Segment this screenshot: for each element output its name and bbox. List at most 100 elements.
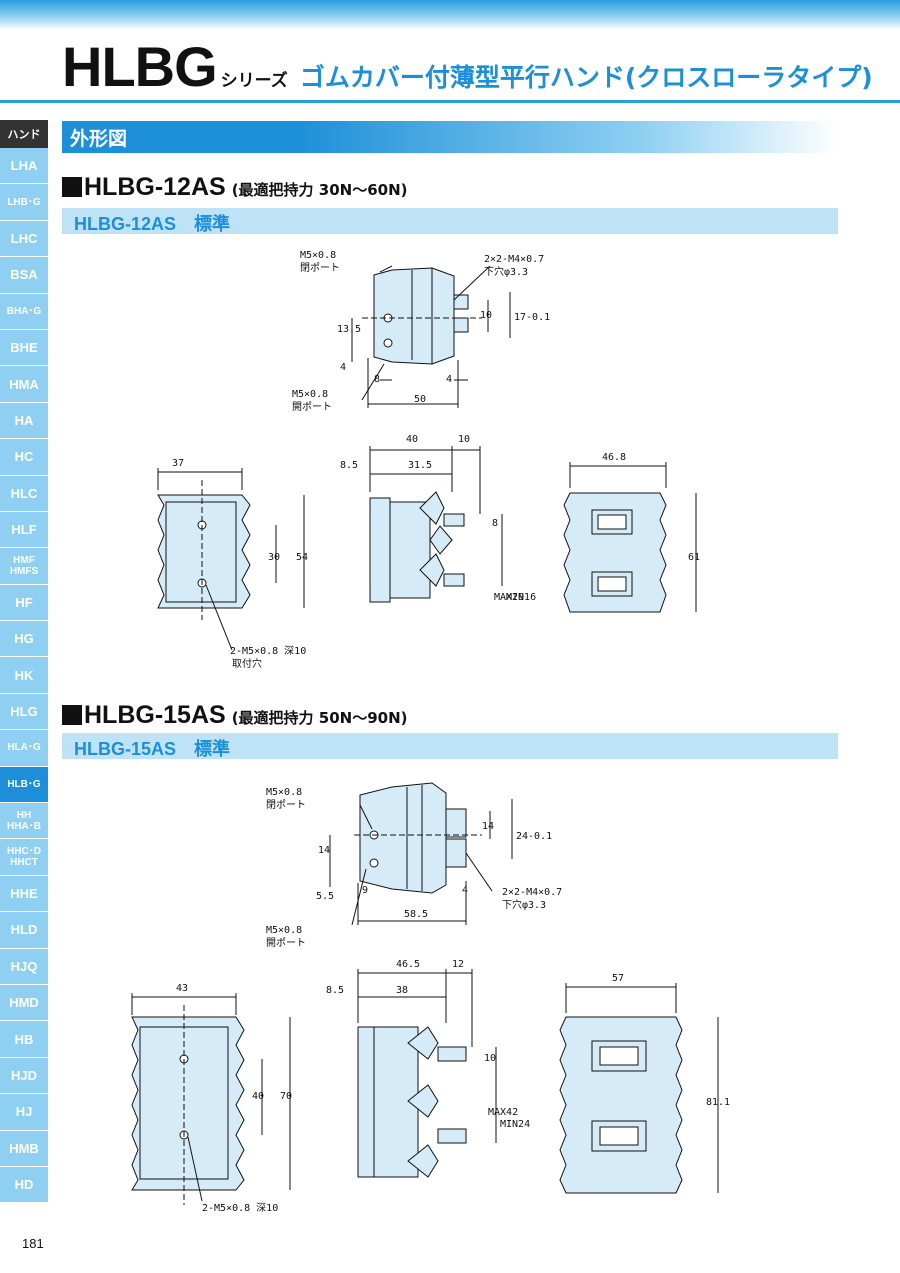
- sidebar-item-hj[interactable]: HJ: [0, 1094, 48, 1131]
- dim-s3: 8.5: [340, 460, 358, 471]
- title-model: HLBG: [62, 35, 218, 98]
- sidebar-item-hmb[interactable]: HMB: [0, 1130, 48, 1167]
- standard-band-1: HLBG-12AS 標準: [62, 208, 838, 234]
- sidebar-item-hlg[interactable]: HLG: [0, 693, 48, 731]
- model-name: HLBG-12AS: [84, 173, 226, 201]
- label-port-top2: 閉ポート: [300, 262, 340, 274]
- sidebar-item-hla-g[interactable]: HLA･G: [0, 730, 48, 767]
- title-subtitle: ゴムカバー付薄型平行ハンド(クロスローラタイプ): [299, 63, 873, 92]
- label-tol: 17-0.1: [514, 312, 550, 323]
- dim-h1: 30: [268, 552, 280, 563]
- sidebar-item-hmd[interactable]: HMD: [0, 984, 48, 1022]
- top-gradient-band: [0, 0, 900, 30]
- sidebar-item-hld[interactable]: HLD: [0, 912, 48, 949]
- dim-d6: 10: [480, 310, 492, 321]
- dim-d1: 14: [318, 845, 330, 856]
- dim-d2: 5.5: [316, 891, 334, 902]
- dim-d5: 58.5: [404, 909, 428, 920]
- sidebar-item-hd[interactable]: HD: [0, 1166, 48, 1204]
- section-title: 外形図: [70, 128, 128, 150]
- label-mount: 2-M5×0.8 深10: [230, 645, 306, 657]
- label-port-bot: M5×0.8: [266, 925, 302, 936]
- standard-band-2: HLBG-15AS 標準: [62, 733, 838, 759]
- dim-w1: 37: [172, 458, 184, 469]
- dim-d3: 9: [362, 885, 368, 896]
- dim-r2: 81.1: [706, 1097, 730, 1108]
- sidebar-item-hjq[interactable]: HJQ: [0, 948, 48, 985]
- dim-d1: 13.5: [337, 324, 361, 335]
- label-thread-top2: 下穴φ3.3: [484, 265, 528, 278]
- dim-s2: 12: [452, 959, 464, 970]
- label-stroke2: MIN24: [500, 1119, 530, 1130]
- dim-s1: 46.5: [396, 959, 420, 970]
- label-tol: 24-0.1: [516, 831, 552, 842]
- sidebar-item-lha[interactable]: LHA: [0, 148, 48, 185]
- dim-r1: 57: [612, 973, 624, 984]
- model-grip: (最適把持力 30N～60N): [231, 181, 408, 199]
- sidebar-item-lhc[interactable]: LHC: [0, 220, 48, 258]
- sidebar-item-hlb-g[interactable]: HLB･G: [0, 766, 48, 804]
- standard-label: HLBG-12AS 標準: [74, 214, 231, 234]
- dim-d5: 50: [414, 394, 426, 405]
- dim-d4: 4: [446, 374, 452, 385]
- label-port-bot2: 開ポート: [266, 937, 306, 949]
- dim-s5: 10: [484, 1053, 496, 1064]
- dim-s1: 40: [406, 434, 418, 445]
- label-port-bot: M5×0.8: [292, 389, 328, 400]
- header-rule: [0, 100, 900, 103]
- sidebar-item-hf[interactable]: HF: [0, 584, 48, 622]
- label-port-top: M5×0.8: [300, 250, 336, 261]
- sidebar-head: ハンド: [0, 120, 48, 148]
- sidebar-item-hma[interactable]: HMA: [0, 366, 48, 403]
- sidebar-item-hhe[interactable]: HHE: [0, 875, 48, 913]
- label-mount2: 取付穴: [232, 657, 262, 670]
- dim-h1: 40: [252, 1091, 264, 1102]
- model-name: HLBG-15AS: [84, 701, 226, 729]
- dim-d3: 8: [374, 374, 380, 385]
- label-port-top: M5×0.8: [266, 787, 302, 798]
- sidebar-item-bhe[interactable]: BHE: [0, 329, 48, 367]
- label-thread-top: 2×2-M4×0.7: [502, 887, 562, 898]
- dim-w1: 43: [176, 983, 188, 994]
- label-thread-top: 2×2-M4×0.7: [484, 254, 544, 265]
- model-heading-2: HLBG-15AS (最適把持力 50N～90N): [62, 701, 407, 730]
- sidebar-item-hb[interactable]: HB: [0, 1021, 48, 1058]
- page-number: 181: [22, 1236, 44, 1251]
- sidebar-item-bha-g[interactable]: BHA･G: [0, 293, 48, 330]
- label-stroke: MAX42: [488, 1107, 518, 1118]
- sidebar-item-hg[interactable]: HG: [0, 621, 48, 658]
- dim-s4: 31.5: [408, 460, 432, 471]
- dim-d4: 4: [462, 885, 468, 896]
- drawing-hlbg-12as: M5×0.8 閉ポート 2×2-M4×0.7 下穴φ3.3 M5×0.8 開ポー…: [157, 250, 700, 670]
- label-mount: 2-M5×0.8 深10: [202, 1202, 278, 1214]
- dim-r2: 61: [688, 552, 700, 563]
- square-bullet-icon: [62, 705, 82, 725]
- model-grip: (最適把持力 50N～90N): [231, 709, 408, 727]
- dim-h2: 70: [280, 1091, 292, 1102]
- section-band: 外形図: [62, 121, 838, 153]
- dim-s3: 8.5: [326, 985, 344, 996]
- sidebar-item-hc[interactable]: HC: [0, 439, 48, 476]
- sidebar-item-hjd[interactable]: HJD: [0, 1057, 48, 1095]
- sidebar-item-hk[interactable]: HK: [0, 657, 48, 694]
- title-series: シリーズ: [220, 71, 288, 91]
- sidebar-item-hlc[interactable]: HLC: [0, 475, 48, 512]
- dim-s2: 10: [458, 434, 470, 445]
- dim-h2: 54: [296, 552, 308, 563]
- sidebar-item-bsa[interactable]: BSA: [0, 257, 48, 294]
- dim-d2: 4: [340, 362, 346, 373]
- sidebar-item-lhb-g[interactable]: LHB･G: [0, 184, 48, 221]
- sidebar-item-ha[interactable]: HA: [0, 402, 48, 440]
- label-port-bot2: 開ポート: [292, 401, 332, 413]
- dim-s5: 8: [492, 518, 498, 529]
- label-thread-top2: 下穴φ3.3: [502, 898, 546, 911]
- sidebar-item-hlf[interactable]: HLF: [0, 511, 48, 549]
- dim-d6: 14: [482, 821, 494, 832]
- dim-s4: 38: [396, 985, 408, 996]
- dim-r1: 46.8: [602, 452, 626, 463]
